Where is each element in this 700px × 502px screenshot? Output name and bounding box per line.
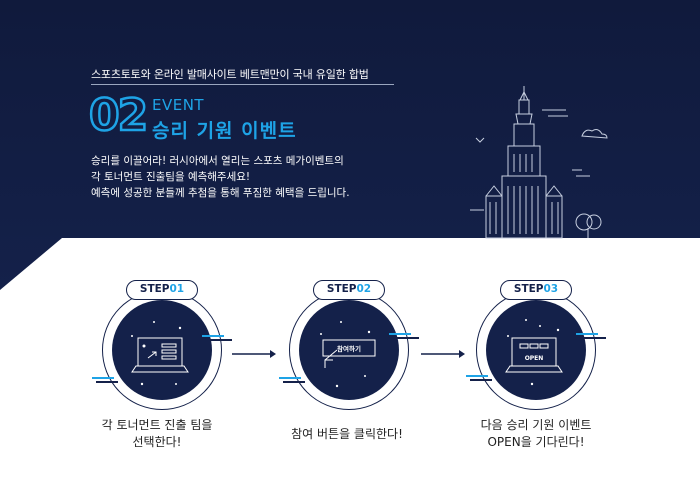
description-line: 각 토너먼트 진출팀을 예측해주세요! xyxy=(91,171,251,183)
banner-subtitle: 스포츠토토와 온라인 발매사이트 베트맨만이 국내 유일한 합법 xyxy=(91,68,369,81)
step-circle xyxy=(299,300,399,400)
caption-line: 참여 버튼을 클릭한다! xyxy=(291,427,403,441)
event-label: EVENT xyxy=(152,96,205,114)
caption-line: 선택한다! xyxy=(132,435,182,449)
step-3: OPEN STEP03 xyxy=(466,280,616,440)
step-badge-number: 02 xyxy=(356,283,372,295)
step-2: 참여하기 STEP02 xyxy=(279,280,429,440)
arrow-right-icon xyxy=(421,350,465,358)
step-badge: STEP02 xyxy=(313,280,385,300)
step-badge-number: 03 xyxy=(543,283,559,295)
subtitle-divider xyxy=(91,84,394,85)
icon-screen-label: OPEN xyxy=(525,355,544,362)
step-badge-number: 01 xyxy=(169,283,185,295)
caption-line: OPEN을 기다린다! xyxy=(487,435,585,449)
step-2-caption: 참여 버튼을 클릭한다! xyxy=(272,426,422,443)
caption-line: 다음 승리 기원 이벤트 xyxy=(480,418,592,432)
step-badge: STEP03 xyxy=(500,280,572,300)
step-badge-prefix: STEP xyxy=(139,283,170,295)
step-circle xyxy=(486,300,586,400)
step-1: STEP01 xyxy=(92,280,242,440)
event-number: 02 xyxy=(88,89,150,143)
icon-button-label: 참여하기 xyxy=(337,344,361,353)
step-1-caption: 각 토너먼트 진출 팀을 선택한다! xyxy=(82,417,232,451)
step-3-caption: 다음 승리 기원 이벤트 OPEN을 기다린다! xyxy=(461,417,611,451)
step-badge-prefix: STEP xyxy=(513,283,544,295)
caption-line: 각 토너먼트 진출 팀을 xyxy=(101,418,213,432)
laptop-select-icon xyxy=(92,321,232,386)
step-badge: STEP01 xyxy=(126,280,198,300)
laptop-open-icon: OPEN xyxy=(466,319,606,386)
click-button-icon: 참여하기 xyxy=(279,321,419,388)
description-line: 승리를 이끌어라! 러시아에서 열리는 스포츠 메가이벤트의 xyxy=(91,155,344,167)
event-title: 승리 기원 이벤트 xyxy=(152,120,297,142)
step-badge-prefix: STEP xyxy=(326,283,357,295)
arrow-right-icon xyxy=(232,350,276,358)
event-description: 승리를 이끌어라! 러시아에서 열리는 스포츠 메가이벤트의 각 토너먼트 진출… xyxy=(91,153,350,201)
description-line: 예측에 성공한 분들께 추첨을 통해 푸짐한 혜택을 드립니다. xyxy=(91,187,350,199)
kremlin-tower-illustration xyxy=(470,86,608,239)
